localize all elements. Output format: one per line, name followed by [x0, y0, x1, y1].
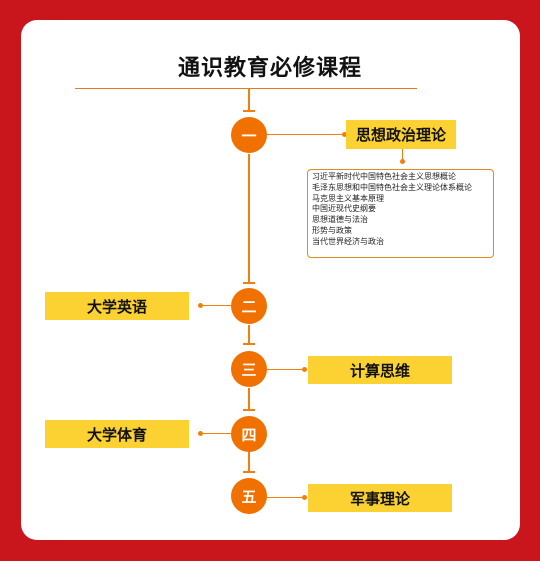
connector-dot [342, 132, 347, 137]
connector-2-3 [248, 325, 250, 343]
connector-tick [243, 110, 255, 112]
course-politics-label: 思想政治理论 [346, 120, 456, 149]
node-5: 五 [231, 478, 267, 514]
connector-computing [267, 369, 305, 370]
connector-dot [400, 159, 405, 164]
connector-politics-list [402, 149, 403, 161]
connector-dot [302, 367, 307, 372]
connector-1-2 [248, 154, 250, 282]
node-4: 四 [231, 416, 267, 452]
list-item: 当代世界经济与政治 [312, 236, 384, 246]
page-title: 通识教育必修课程 [177, 56, 362, 81]
course-english-label: 大学英语 [45, 292, 189, 320]
connector-military [267, 497, 305, 498]
connector-tick [243, 343, 255, 345]
connector-tick [243, 471, 255, 473]
content-card [21, 20, 520, 540]
list-item: 中国近现代史纲要 [312, 204, 376, 214]
connector-pe [200, 433, 231, 434]
connector-english [200, 305, 231, 306]
connector-3-4 [248, 388, 250, 409]
connector-tick [243, 409, 255, 411]
list-item: 思想道德与法治 [312, 215, 368, 225]
title-underline [75, 88, 417, 89]
list-item: 毛泽东思想和中国特色社会主义理论体系概论 [312, 182, 472, 192]
connector-top [248, 89, 250, 110]
connector-tick [243, 282, 255, 284]
node-2: 二 [231, 288, 267, 324]
course-computing-label: 计算思维 [308, 356, 452, 384]
node-3: 三 [231, 351, 267, 387]
list-item: 形势与政策 [312, 225, 352, 235]
connector-4-5 [248, 452, 250, 471]
connector-dot [198, 431, 203, 436]
connector-dot [302, 495, 307, 500]
list-item: 习近平新时代中国特色社会主义思想概论 [312, 172, 456, 181]
politics-course-list: 习近平新时代中国特色社会主义思想概论 毛泽东思想和中国特色社会主义理论体系概论 … [307, 169, 494, 258]
node-1: 一 [231, 117, 267, 153]
course-pe-label: 大学体育 [45, 420, 189, 448]
connector-dot [198, 303, 203, 308]
list-item: 马克思主义基本原理 [312, 193, 384, 203]
course-military-label: 军事理论 [308, 484, 452, 512]
connector-politics [267, 134, 345, 135]
